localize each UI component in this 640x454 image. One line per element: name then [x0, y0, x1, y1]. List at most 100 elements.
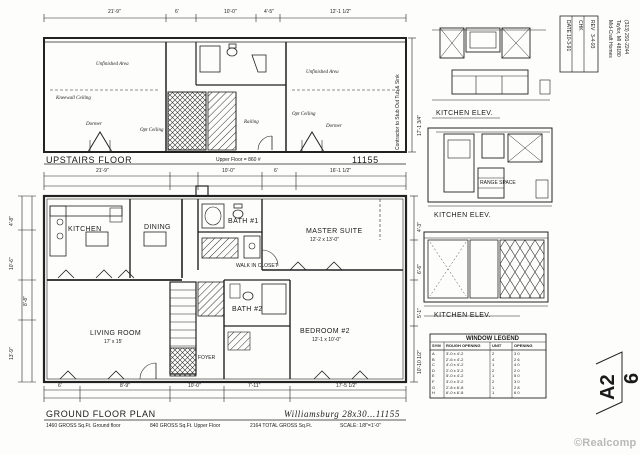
window-legend-cell: 1	[492, 373, 495, 379]
up-note-contractor: Contractor to Stub Out Tub & Sink	[395, 74, 401, 150]
elev-label-2: KITCHEN ELEV.	[434, 212, 492, 219]
window-legend-cell: 6'-0 x 6'-8	[446, 390, 464, 396]
gf-dim-top-2: 10'-0"	[222, 168, 235, 174]
window-legend-cell: 4 0	[514, 362, 520, 368]
tb-rev-label: REV	[589, 20, 595, 31]
window-legend-cell: F	[432, 379, 435, 384]
window-legend-cell: 2 8	[514, 384, 520, 390]
window-legend-cell: G	[432, 384, 436, 390]
gf-dim-left-1: 4'-8"	[9, 216, 15, 226]
window-legend-cell: 3 0	[514, 351, 520, 356]
tb-firm-3: (313) 291-2244	[623, 20, 629, 55]
gf-dim-left-2: 10'-6"	[9, 257, 15, 270]
up-dim-1: 21'-9"	[108, 9, 121, 15]
footer-upper: 840 GROSS Sq.Ft. Upper Floor	[150, 423, 221, 429]
ground-floor	[18, 172, 418, 421]
window-legend-cell: 2	[492, 351, 495, 356]
upstairs-code: 11155	[352, 155, 379, 165]
window-legend-cell: E	[432, 373, 435, 379]
up-dim-3: 10'-0"	[224, 9, 237, 15]
up-note-opt-2: Opt Ceiling	[292, 112, 316, 117]
window-legend-cell: D	[432, 367, 435, 373]
window-legend-cell: H	[432, 390, 435, 396]
tb-chk-label: CHK	[577, 20, 583, 31]
window-legend-cell: 1	[492, 384, 495, 390]
elev-range-space: RANGE SPACE	[480, 180, 516, 186]
tb-firm-2: Taylor, MI 48180	[615, 20, 621, 57]
gf-dim-bot-5: 17'-5 1/2"	[336, 383, 358, 389]
up-unfinished-right: Unfinished Area	[306, 70, 339, 75]
room-master: MASTER SUITE	[306, 228, 363, 235]
footer-ground: 1460 GROSS Sq.Ft. Ground floor	[46, 423, 121, 429]
footer-total: 2164 TOTAL GROSS Sq.Ft.	[250, 423, 313, 429]
room-bedroom-dims: 12'-1 x 10'-0"	[312, 337, 341, 343]
up-dim-4: 4'-5"	[264, 9, 274, 15]
gf-dim-top-3: 16'-1 1/2"	[330, 168, 352, 174]
window-legend-cell: B	[432, 356, 435, 362]
gf-dim-right-3: 5'-1"	[417, 308, 423, 318]
window-legend-header-cell: SYM	[432, 343, 441, 348]
room-master-dims: 12'-2 x 13'-0"	[310, 237, 339, 243]
gf-dim-right-2: 6'-6"	[417, 264, 423, 274]
sheet-tab-bracket	[595, 351, 623, 415]
window-legend-cell: 1	[492, 390, 495, 396]
room-kitchen: KITCHEN	[68, 226, 102, 233]
window-legend-cell: 2 6	[514, 356, 520, 362]
window-legend-header-cell: OPENING	[514, 343, 533, 348]
window-legend-title: WINDOW LEGEND	[466, 336, 519, 342]
kitchen-elevations	[423, 27, 553, 317]
gf-dim-bot-2: 8'-9"	[120, 383, 130, 389]
up-dormer-left: Dormer	[86, 122, 102, 127]
window-legend-cell: 2	[492, 367, 495, 373]
room-bath2: BATH #2	[232, 306, 263, 313]
window-legend-cell: 2	[492, 379, 495, 384]
elev-label-3: KITCHEN ELEV.	[434, 312, 492, 319]
window-legend-cell: C	[432, 362, 435, 368]
window-legend-cell: 5 0	[514, 373, 520, 379]
tb-rev-value: 3-4-93	[589, 34, 595, 49]
footer-scale: SCALE: 1/8"=1'-0"	[340, 423, 381, 429]
gf-dim-bot-3: 10'-0"	[188, 383, 201, 389]
room-dining: DINING	[144, 224, 171, 231]
window-legend-cell: 4	[492, 356, 495, 362]
window-legend-cell: 2 0	[514, 367, 520, 373]
tb-firm-1: Mid-Craft Homes	[607, 20, 613, 58]
gf-dim-left-4: 13'-9"	[9, 347, 15, 360]
window-legend-grid	[429, 333, 547, 399]
window-legend-cell: 2'-8 x 6'-8	[446, 384, 464, 390]
window-legend-cell: 5'-0 x 4'-2	[446, 373, 464, 379]
room-bedroom: BEDROOM #2	[300, 328, 350, 335]
window-legend-header-cell: UNIT	[492, 343, 502, 348]
window-legend-cell: 6 0	[514, 390, 520, 396]
gf-dim-top-1: 21'-9"	[96, 168, 109, 174]
gf-dim-right-4: 10'-10 1/2"	[417, 350, 423, 374]
gf-dim-bot-1: 6'	[58, 383, 62, 389]
room-living: LIVING ROOM	[90, 330, 142, 337]
up-dim-2: 6'	[175, 9, 179, 15]
sheet-number: A2	[597, 374, 619, 400]
up-dim-5: 12'-1 1/2"	[330, 9, 352, 15]
gf-dim-bot-4: 7'-11"	[248, 383, 261, 389]
upstairs-floor	[43, 14, 416, 165]
room-foyer: FOYER	[198, 355, 216, 361]
window-legend-cell: 3'-0 x 4'-2	[446, 351, 464, 356]
window-legend-cell: 2'-0 x 3'-2	[446, 367, 464, 373]
up-dormer-right: Dormer	[326, 124, 342, 129]
up-side-dim-1: 17'-1 3/4"	[417, 114, 423, 136]
window-legend-cell: 2'-6 x 4'-2	[446, 356, 464, 362]
window-legend-cell: 3'-0 x 3'-2	[446, 379, 464, 384]
up-unfinished-left: Unfinished Area	[96, 62, 129, 67]
window-legend-cell: A	[432, 351, 435, 356]
up-note-opt-1: Opt Ceiling	[140, 128, 164, 133]
sheet-of: 6	[621, 373, 640, 384]
room-bath1: BATH #1	[228, 218, 259, 225]
elev-label-1: KITCHEN ELEV.	[436, 110, 494, 117]
ground-subtitle: Williamsburg 28x30...11155	[284, 409, 400, 419]
upstairs-upper-label: Upper Floor = 860 #	[216, 157, 261, 163]
window-legend-cell: 3 0	[514, 379, 520, 384]
title-block-lines	[559, 15, 599, 73]
room-wic: WALK IN CLOSET	[236, 263, 278, 269]
tb-date-label: DATE	[565, 20, 571, 33]
